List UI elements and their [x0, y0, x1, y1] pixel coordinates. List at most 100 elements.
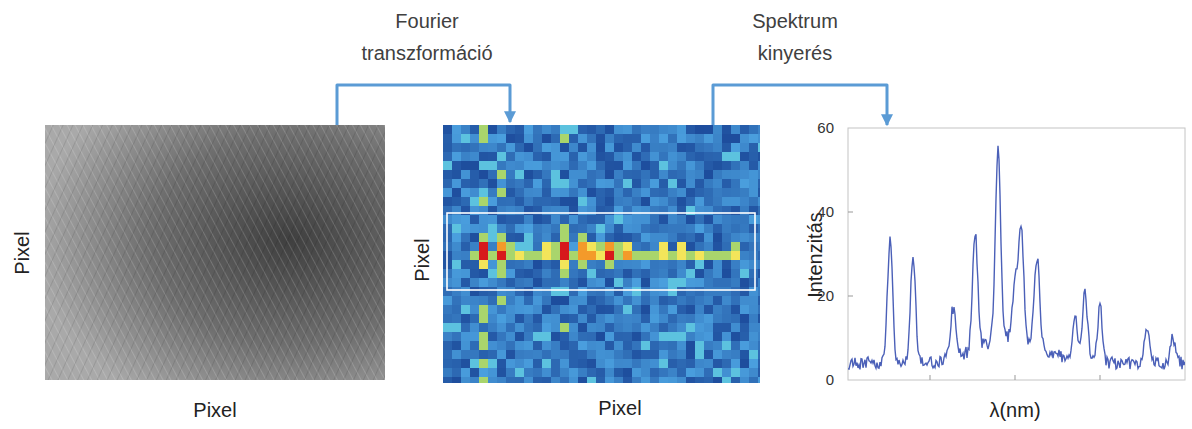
fourier-cell	[605, 305, 614, 314]
fourier-cell	[524, 368, 533, 377]
fourier-cell	[623, 143, 632, 152]
fourier-cell	[758, 251, 760, 260]
axis-label: Pixel	[193, 398, 236, 422]
fourier-cell	[713, 215, 722, 224]
fourier-cell	[569, 287, 578, 296]
fourier-cell	[677, 359, 686, 368]
fourier-cell	[533, 287, 542, 296]
fourier-cell	[650, 242, 659, 251]
fourier-cell	[506, 179, 515, 188]
fourier-cell	[506, 251, 515, 260]
fourier-cell	[488, 170, 497, 179]
fourier-cell	[578, 161, 587, 170]
fourier-cell	[713, 332, 722, 341]
fourier-cell	[452, 350, 461, 359]
fourier-cell	[506, 269, 515, 278]
fourier-cell	[443, 314, 452, 323]
fourier-cell	[461, 314, 470, 323]
fourier-cell	[731, 368, 740, 377]
fourier-cell	[686, 368, 695, 377]
fourier-cell	[542, 125, 551, 134]
fourier-cell	[731, 332, 740, 341]
fourier-cell	[443, 134, 452, 143]
fourier-cell	[524, 233, 533, 242]
axis-label: Pixel	[10, 231, 34, 274]
fourier-cell	[749, 350, 758, 359]
fourier-cell	[686, 314, 695, 323]
fourier-cell	[749, 359, 758, 368]
fourier-cell	[749, 260, 758, 269]
fourier-cell	[479, 251, 488, 260]
fourier-cell	[641, 161, 650, 170]
fourier-cell	[506, 377, 515, 383]
fourier-cell	[722, 161, 731, 170]
fourier-cell	[596, 233, 605, 242]
fourier-cell	[488, 260, 497, 269]
image-ground	[45, 125, 385, 380]
fourier-cell	[452, 188, 461, 197]
fourier-cell	[695, 179, 704, 188]
fourier-cell	[614, 314, 623, 323]
fourier-cell	[587, 233, 596, 242]
fourier-cell	[641, 368, 650, 377]
fourier-cell	[497, 296, 506, 305]
fourier-cell	[686, 332, 695, 341]
fourier-cell	[479, 287, 488, 296]
fourier-cell	[524, 242, 533, 251]
fourier-cell	[659, 179, 668, 188]
fourier-cell	[542, 323, 551, 332]
fourier-cell	[542, 341, 551, 350]
tick-label: 40	[817, 204, 834, 221]
fourier-cell	[758, 350, 760, 359]
fourier-cell	[677, 269, 686, 278]
fourier-cell	[461, 287, 470, 296]
fourier-cell	[695, 332, 704, 341]
fourier-cell	[605, 251, 614, 260]
fourier-cell	[560, 305, 569, 314]
fourier-cell	[515, 350, 524, 359]
fourier-cell	[488, 242, 497, 251]
fourier-cell	[569, 260, 578, 269]
fourier-cell	[488, 287, 497, 296]
fourier-cell	[479, 314, 488, 323]
fourier-cell	[722, 197, 731, 206]
fourier-cell	[677, 242, 686, 251]
fourier-cell	[461, 260, 470, 269]
fourier-cell	[560, 260, 569, 269]
fourier-cell	[443, 143, 452, 152]
fourier-cell	[587, 143, 596, 152]
fourier-cell	[668, 125, 677, 134]
fourier-cell	[569, 296, 578, 305]
fourier-cell	[677, 224, 686, 233]
fourier-cell	[659, 242, 668, 251]
fourier-cell	[587, 170, 596, 179]
fourier-cell	[515, 314, 524, 323]
fourier-cell	[713, 269, 722, 278]
fourier-cell	[479, 323, 488, 332]
fourier-cell	[668, 170, 677, 179]
fourier-cell	[533, 242, 542, 251]
fourier-cell	[461, 359, 470, 368]
fourier-cell	[749, 269, 758, 278]
fourier-cell	[533, 296, 542, 305]
fourier-cell	[731, 197, 740, 206]
fourier-cell	[740, 296, 749, 305]
fourier-cell	[722, 278, 731, 287]
fourier-cell	[596, 287, 605, 296]
fourier-cell	[470, 134, 479, 143]
fourier-cell	[605, 242, 614, 251]
fourier-cell	[524, 341, 533, 350]
fourier-cell	[632, 377, 641, 383]
fourier-cell	[605, 287, 614, 296]
fourier-cell	[533, 377, 542, 383]
fourier-cell	[704, 215, 713, 224]
fourier-cell	[704, 143, 713, 152]
tick-label: 20	[817, 288, 834, 305]
fourier-cell	[443, 161, 452, 170]
fourier-cell	[551, 170, 560, 179]
fourier-cell	[506, 359, 515, 368]
fourier-cell	[704, 368, 713, 377]
fourier-cell	[650, 161, 659, 170]
fourier-cell	[650, 368, 659, 377]
fourier-cell	[623, 269, 632, 278]
